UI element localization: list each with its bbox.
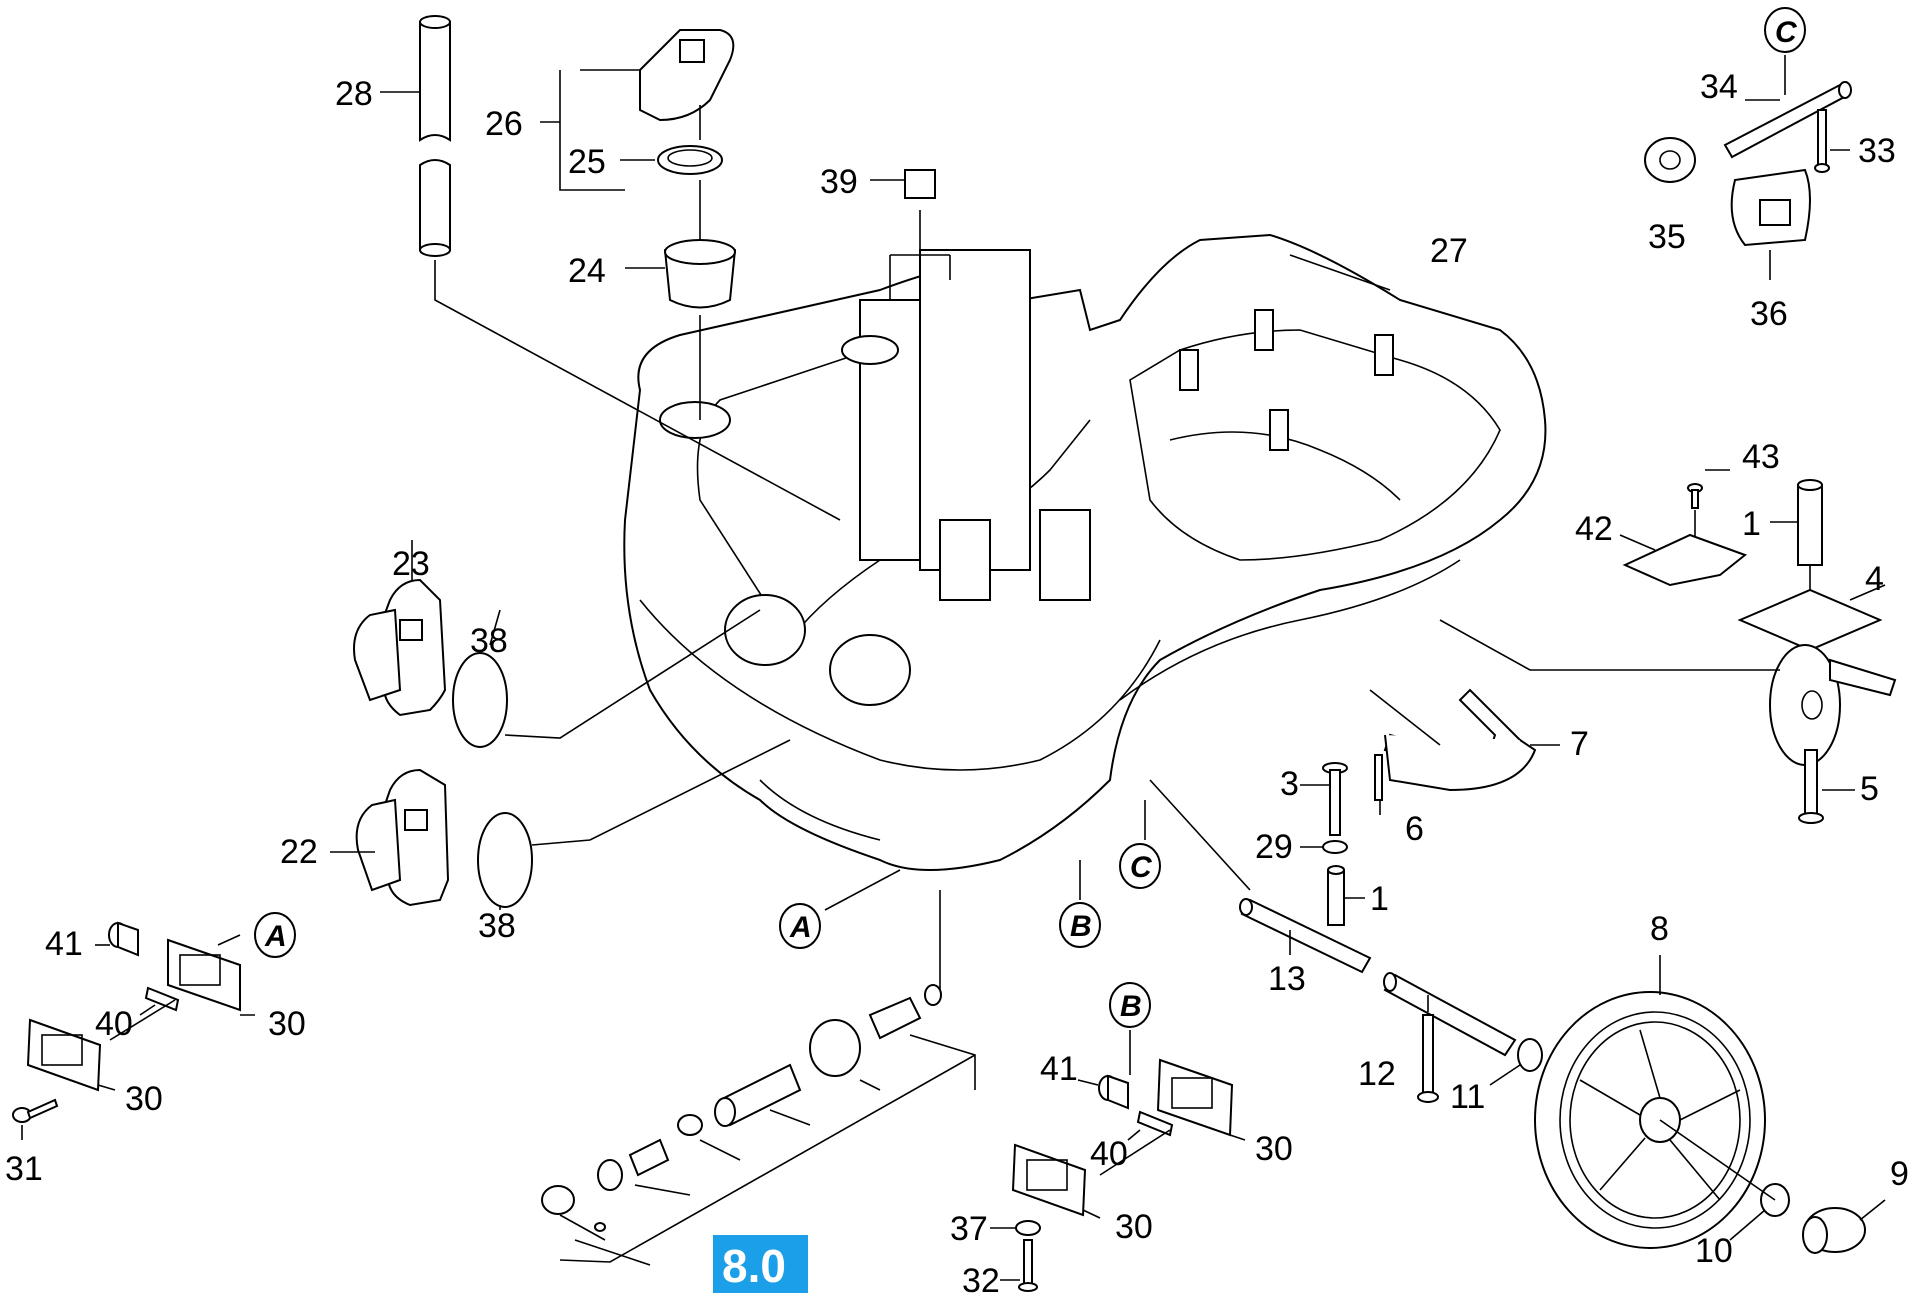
cap-26 [639,29,735,122]
sleeve-1-mid [1327,865,1345,926]
part-number-29: 29 [1255,828,1293,866]
screw-6 [1374,754,1383,801]
reference-mark-b-low-label: B [1120,990,1142,1023]
reference-mark-a-mid [779,903,821,949]
reference-mark-a-left [254,912,296,958]
part-number-30-right-top: 30 [1255,1130,1293,1168]
part-number-3: 3 [1280,765,1299,803]
part-number-31: 31 [5,1150,43,1188]
part-number-30-left-bottom: 30 [125,1080,163,1118]
plug-41-left [108,921,139,957]
axle-13 [1239,898,1372,974]
part-number-30-right-bottom: 30 [1115,1208,1153,1246]
part-number-36: 36 [1750,295,1788,333]
section-badge-label: 8.0 [722,1240,786,1292]
screw-43 [1687,483,1703,509]
bolt-5 [1798,749,1824,824]
hose-fitting [541,996,922,1232]
coupling-22 [355,768,450,907]
screw-3 [1322,762,1348,836]
oring-38-bottom [477,812,533,908]
part-number-43: 43 [1742,438,1780,476]
plate-30-right-bottom [1011,1143,1087,1217]
pin-34 [1723,81,1852,159]
main-housing [623,233,1547,871]
screw-31 [12,1098,59,1123]
coupling-23 [353,578,447,717]
part-number-38-bottom: 38 [478,907,516,945]
pipe-28 [419,15,451,257]
reference-mark-c-mid [1119,843,1161,889]
clip-39 [904,169,936,199]
oring-38-top [452,652,508,748]
strainer-24 [663,239,737,309]
hub-cap-9 [1802,1207,1866,1254]
part-number-34: 34 [1700,68,1738,106]
washer-11 [1517,1038,1543,1072]
pin-40-right [1136,1110,1174,1137]
roller-35 [1644,137,1696,183]
part-number-27: 27 [1430,232,1468,270]
part-number-9: 9 [1890,1155,1909,1193]
part-number-41-left: 41 [45,925,83,963]
screw-32 [1018,1239,1038,1292]
part-number-7: 7 [1570,725,1589,763]
part-number-38-top: 38 [470,622,508,660]
reference-mark-b-low [1109,982,1151,1028]
part-number-1-top: 1 [1742,505,1761,543]
sleeve-1-top [1797,479,1823,566]
part-number-40-right: 40 [1090,1135,1128,1173]
part-number-35: 35 [1648,218,1686,256]
part-number-37: 37 [950,1210,988,1248]
oring-small [924,984,942,1006]
part-number-26: 26 [485,105,523,143]
part-number-6: 6 [1405,810,1424,848]
reference-mark-a-mid-label: A [789,911,812,944]
reference-mark-c-mid-label: C [1130,851,1153,884]
part-number-22: 22 [280,833,318,871]
part-number-25: 25 [568,143,606,181]
washer-37 [1015,1220,1041,1236]
axle-wheel [1383,972,1517,1057]
part-number-4: 4 [1865,560,1884,598]
wheel-8 [1534,991,1766,1249]
part-number-5: 5 [1860,770,1879,808]
bolt-12 [1417,1014,1439,1103]
part-number-12: 12 [1358,1055,1396,1093]
handle-7 [1383,688,1537,792]
reference-mark-c-top-label: C [1775,16,1798,49]
plate-30-left-top [167,938,241,1012]
part-number-8: 8 [1650,910,1669,948]
reference-mark-c-top [1764,7,1806,53]
part-number-13: 13 [1268,960,1306,998]
reference-mark-b-mid [1059,902,1101,948]
part-number-1-mid: 1 [1370,880,1389,918]
part-number-39: 39 [820,163,858,201]
part-number-42: 42 [1575,510,1613,548]
reference-mark-a-left-label: A [264,920,287,953]
castor-4 [1737,588,1897,766]
part-number-23: 23 [392,545,430,583]
plug-41-right [1098,1074,1129,1110]
screw-33 [1814,109,1830,173]
part-number-30-left-top: 30 [268,1005,306,1043]
part-number-28: 28 [335,75,373,113]
part-number-24: 24 [568,252,606,290]
part-number-41-right: 41 [1040,1050,1078,1088]
bracket-36 [1730,168,1811,247]
part-number-11: 11 [1450,1078,1485,1116]
part-number-10: 10 [1695,1232,1733,1270]
pin-40-left [144,986,180,1012]
plate-30-left-bottom [26,1018,102,1092]
reference-mark-b-mid-label: B [1070,910,1092,943]
plate-42 [1622,533,1748,587]
section-badge-box[interactable] [713,1235,808,1293]
washer-29 [1322,840,1348,854]
part-number-32: 32 [962,1262,1000,1300]
part-number-33: 33 [1858,132,1896,170]
